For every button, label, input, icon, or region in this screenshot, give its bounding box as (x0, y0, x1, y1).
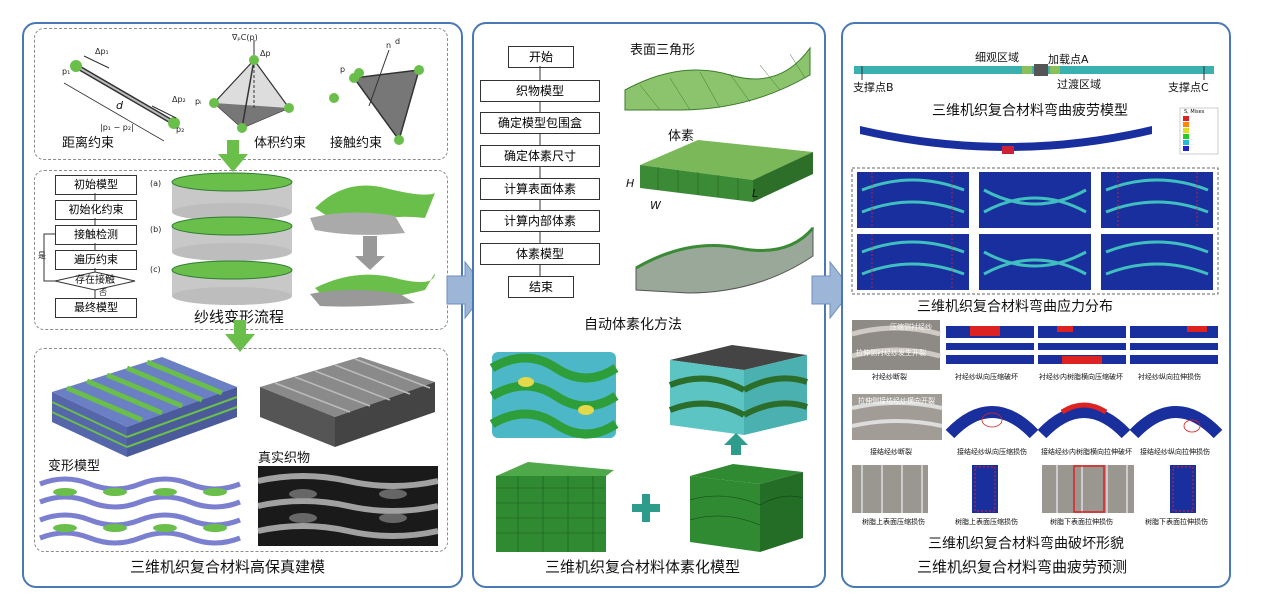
failure-morphology-label: 三维机织复合材料弯曲破坏形貌 (928, 536, 1124, 552)
real-fabric-image (257, 466, 439, 546)
failure-row2-images (851, 394, 1223, 440)
distance-constraint-label: 距离约束 (62, 136, 115, 151)
row3-label-2: 树脂上表面压缩损伤 (955, 518, 1018, 526)
yarn-deformation-sheets (310, 185, 435, 307)
row2-label-2: 接结经纱纵向压缩损伤 (957, 448, 1027, 456)
vox-flow-voxel-size: 确定体素尺寸 (480, 145, 600, 167)
real-fabric-label: 真实织物 (258, 451, 311, 466)
failure-row3-images (852, 465, 1196, 513)
load-point-label: 加载点A (1048, 53, 1089, 66)
row1-label-4: 衬经纱纵向拉伸损伤 (1138, 373, 1201, 381)
fatigue-beam (854, 64, 1214, 80)
bending-beam (860, 126, 1152, 154)
yarn-cylinders (171, 172, 293, 305)
vox-flow-start: 开始 (508, 46, 574, 68)
vox-flow-surface-voxel: 计算表面体素 (480, 178, 600, 200)
n-label: n (386, 41, 392, 50)
right-caption: 三维机织复合材料弯曲疲劳预测 (917, 558, 1128, 576)
woven-fabric-gray (260, 357, 435, 447)
row1-label-2: 衬经纱纵向压缩破坏 (955, 373, 1018, 381)
yarn-flow-title: 纱线变形流程 (194, 308, 285, 326)
flow-step-contact-detect: 接触检测 (55, 225, 137, 245)
grad-label: ∇ₚC(p) (232, 33, 258, 42)
pi-label: pᵢ (195, 97, 202, 106)
failure-row1-images (851, 320, 1218, 370)
constraints-illustration (63, 40, 424, 145)
d-label: d (116, 99, 123, 112)
contact-d-label: d (395, 37, 401, 46)
dp2-label: Δp₂ (172, 95, 186, 104)
flow-tag-a: (a) (150, 179, 162, 188)
row1-annotation-tension: 拉伸侧衬经纱发生开裂 (856, 349, 926, 357)
row3-label-3: 树脂下表面拉伸损伤 (1050, 518, 1113, 526)
middle-caption: 三维机织复合材料体素化模型 (545, 558, 741, 576)
volume-constraint-label: 体积约束 (254, 136, 307, 151)
flow-connectors (43, 193, 96, 298)
flow-tag-c: (c) (150, 265, 161, 274)
stress-legend (1179, 107, 1219, 155)
flow-step-has-contact: 存在接触 (75, 275, 115, 286)
diff-label: |p₁ − p₂| (100, 123, 134, 132)
h-dim-label: H (626, 177, 635, 190)
deform-model-label: 变形模型 (48, 459, 101, 474)
voxel-block (640, 140, 813, 202)
p2-label: p₂ (176, 125, 185, 134)
row2-label-4: 接结经纱纵向拉伸损伤 (1140, 448, 1210, 456)
surface-triangle-mesh (624, 46, 811, 111)
deform-model-wave (39, 476, 241, 546)
flow-step-final-model: 最终模型 (55, 298, 137, 318)
auto-voxel-method-label: 自动体素化方法 (584, 317, 682, 333)
voxel-3d-cube (668, 345, 808, 435)
dp1-label: Δp₁ (95, 47, 109, 56)
green-mesh-yarns (496, 462, 614, 552)
support-c-label: 支撑点C (1168, 81, 1209, 94)
detail-region-label: 细观区域 (975, 51, 1019, 64)
flow-step-initial-model: 初始模型 (55, 175, 137, 195)
flow-step-init-constraints: 初始化约束 (55, 200, 137, 220)
vox-flow-interior-voxel: 计算内部体素 (480, 210, 600, 232)
vox-flow-connectors (539, 66, 541, 276)
surface-triangle-label: 表面三角形 (630, 43, 696, 58)
model-box (34, 348, 448, 552)
row3-label-4: 树脂下表面拉伸损伤 (1145, 518, 1208, 526)
row3-label-1: 树脂上表面压缩损伤 (862, 518, 925, 526)
vox-flow-fabric-model: 织物模型 (480, 80, 600, 102)
up-arrow-teal (724, 433, 748, 455)
stress-distribution-label: 三维机织复合材料弯曲应力分布 (917, 299, 1113, 315)
row2-label-3: 接结经纱内树脂横向拉伸破坏 (1041, 448, 1132, 456)
flow-no-label: 否 (99, 288, 107, 297)
row2-annotation: 拉伸侧接结经纱横向开裂 (858, 397, 935, 405)
voxel-label: 体素 (668, 129, 695, 144)
row1-label-3: 衬经纱内树脂横向压缩破坏 (1039, 373, 1123, 381)
row1-label-1: 衬经纱断裂 (872, 373, 907, 381)
stress-distribution-grid (851, 167, 1219, 295)
woven-3d-teal (489, 352, 619, 439)
flow-step-traverse: 遍历约束 (55, 250, 137, 270)
fatigue-model-label: 三维机织复合材料弯曲疲劳模型 (932, 103, 1128, 119)
stress-legend-title: S, Mises (1184, 109, 1205, 115)
plus-icon (632, 494, 660, 522)
green-mesh-matrix (689, 464, 804, 552)
row2-label-1: 接结经纱断裂 (870, 448, 912, 456)
support-b-label: 支撑点B (853, 81, 894, 94)
flow-yes-label: 是 (38, 251, 46, 260)
woven-fabric-color (51, 357, 238, 457)
p1-label: p₁ (62, 67, 71, 76)
green-arrow-down-1 (218, 140, 248, 172)
left-caption: 三维机织复合材料高保真建模 (130, 558, 326, 576)
vox-flow-end: 结束 (508, 276, 574, 298)
w-dim-label: W (650, 199, 661, 212)
transition-region-label: 过渡区域 (1057, 78, 1101, 91)
l-dim-label: L (752, 187, 759, 200)
contact-p-label: p (340, 65, 346, 74)
flow-tag-b: (b) (150, 225, 162, 234)
dp-label: Δp (260, 49, 271, 58)
green-arrow-down-2 (225, 320, 255, 352)
row1-annotation-compress: 压缩侧衬经纱 (890, 323, 932, 331)
vox-flow-bbox: 确定模型包围盒 (480, 112, 600, 134)
voxel-model-result (635, 226, 815, 294)
contact-constraint-label: 接触约束 (330, 136, 383, 151)
vox-flow-voxel-model: 体素模型 (480, 243, 600, 265)
